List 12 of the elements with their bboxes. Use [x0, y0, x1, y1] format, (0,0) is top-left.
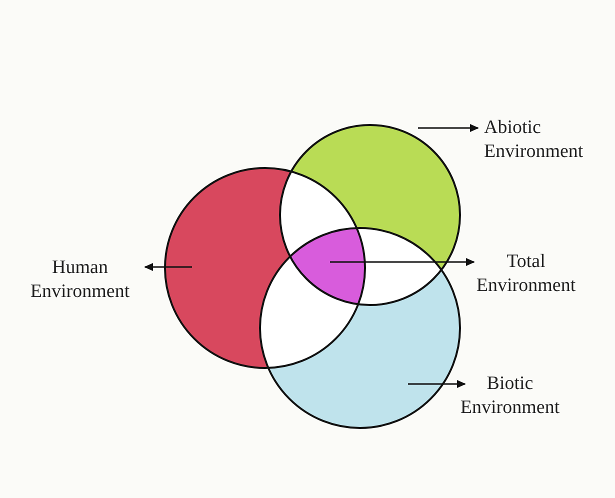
leader-arrow — [408, 380, 466, 388]
region-label: Abiotic Environment — [484, 116, 609, 164]
leader-arrow — [144, 263, 192, 271]
leader-arrow — [330, 258, 475, 266]
venn-circle — [279, 124, 461, 306]
leader-arrow — [418, 124, 479, 132]
overlap-region — [290, 228, 365, 304]
venn-circle — [164, 167, 366, 369]
region-label: Biotic Environment — [440, 372, 580, 420]
region-label: Human Environment — [20, 256, 140, 304]
region-label: Total Environment — [470, 250, 582, 298]
venn-circle — [259, 227, 461, 429]
